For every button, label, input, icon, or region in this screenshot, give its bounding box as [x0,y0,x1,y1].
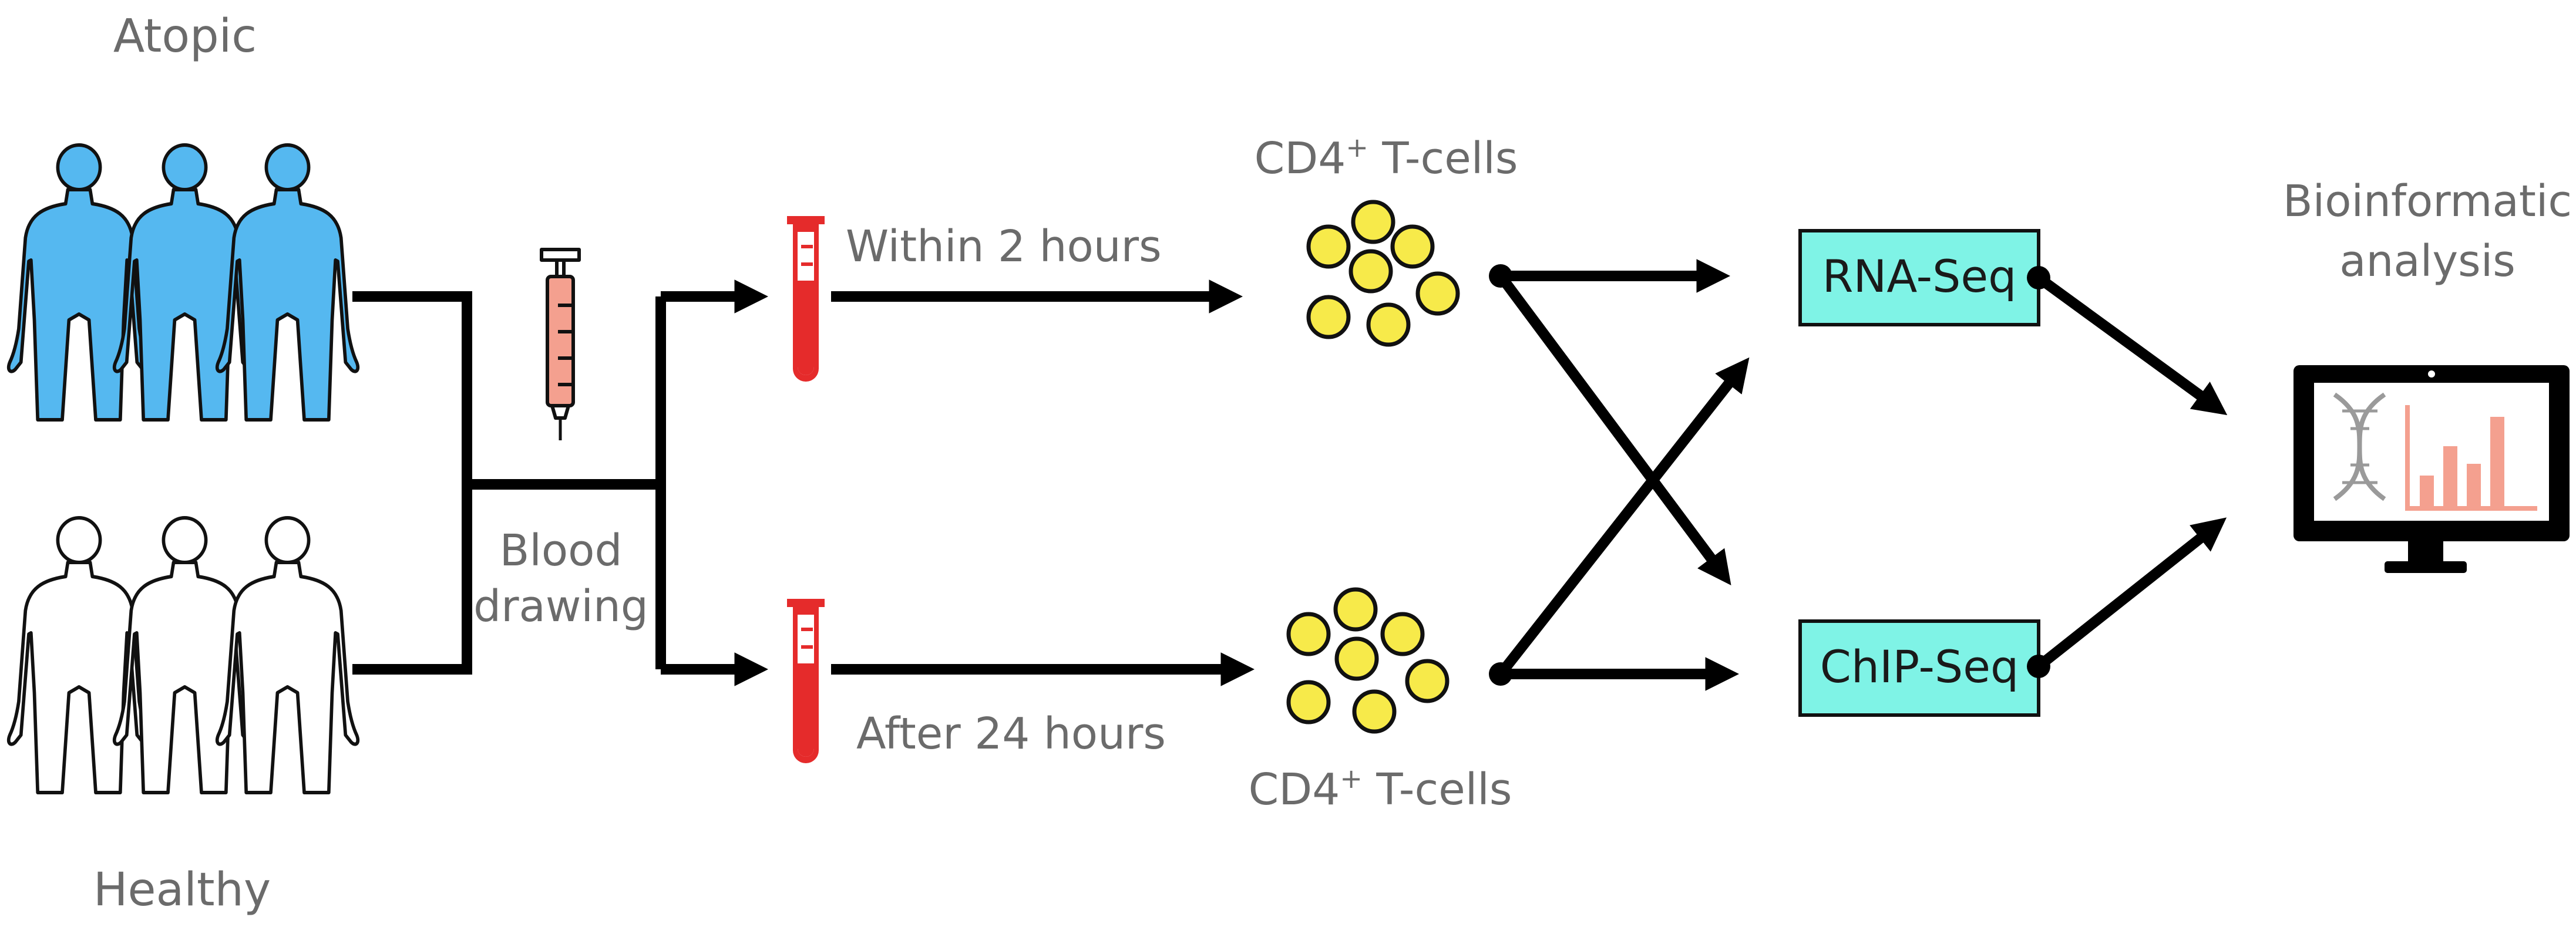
arrow-top-to-chip [1496,272,1731,585]
arrow-rna-to-analysis [2035,273,2228,416]
blood-drawing-label-line2: drawing [473,581,648,632]
arrow-bottom-to-rna [1496,357,1750,678]
timing-label-after-24-hours: After 24 hours [856,709,1166,759]
atopic-people-icon [9,145,358,420]
syringe-icon [540,248,581,440]
arrows-to-cells [831,279,1255,686]
analysis-label-line1: Bioinformatic [2283,176,2572,227]
assay-box-chip-seq: ChIP-Seq [1798,619,2050,717]
test-tube-icon-top [787,216,825,382]
cells-label-bottom: CD4+ T-cells [1249,763,1512,815]
cd4-t-cells-cluster-top [1306,200,1460,347]
analysis-label-line2: analysis [2339,236,2516,287]
assay-box-rna-seq: RNA-Seq [1798,229,2050,326]
cd4-t-cells-cluster-bottom [1286,587,1450,734]
group-label-atopic: Atopic [113,10,257,63]
bar-chart-icon [2405,405,2537,511]
node-dot-top [1489,264,1512,288]
computer-monitor-icon [2293,365,2570,573]
assay-label-chip-seq: ChIP-Seq [1820,641,2019,693]
arrow-chip-to-analysis [2035,517,2227,671]
dna-icon [2333,392,2386,501]
assay-label-rna-seq: RNA-Seq [1822,250,2017,302]
blood-drawing-label-line1: Blood [500,525,623,576]
cells-label-top: CD4+ T-cells [1255,132,1518,184]
group-label-healthy: Healthy [93,864,271,916]
timing-label-within-2-hours: Within 2 hours [846,221,1162,272]
arrows-to-computer [2035,273,2228,671]
merge-connector [352,291,666,675]
test-tube-icon-bottom [787,599,825,763]
node-dot-bottom [1489,662,1512,686]
healthy-people-icon [9,518,358,793]
arrows-cells-to-assays [1496,259,1750,691]
arrows-to-tubes [661,279,769,686]
